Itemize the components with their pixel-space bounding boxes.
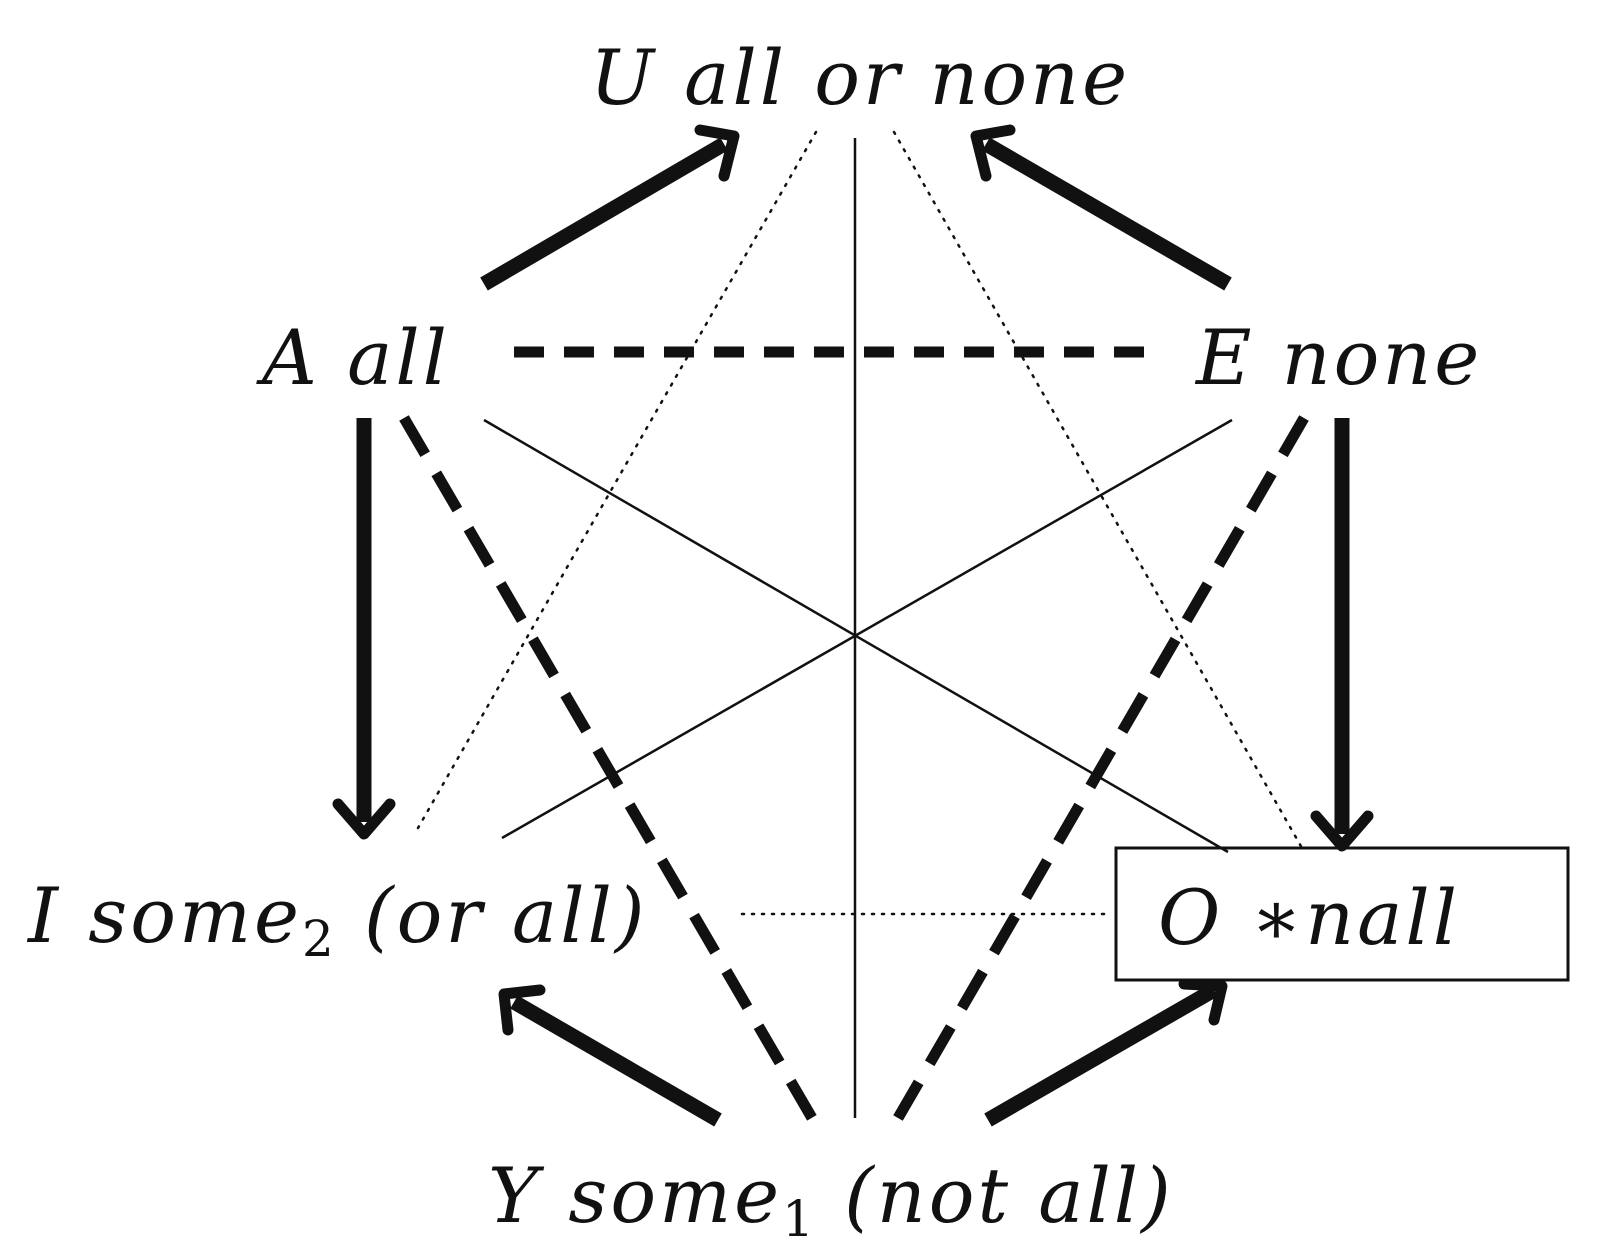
arrow-a-to-i: [332, 418, 396, 840]
arrow-e-to-o: [1310, 418, 1374, 852]
contradiction-line-e-i: [501, 418, 1233, 840]
arrow-e-to-u: [970, 124, 1232, 291]
vertex-a-label: A all: [256, 313, 450, 402]
arrow-y-to-o: [984, 978, 1228, 1127]
vertex-e-label: E none: [1194, 313, 1482, 402]
vertex-i-label: I some2 (or all): [26, 871, 647, 968]
contrary-line-e-y: [893, 415, 1309, 1121]
o-vertex-box: [1114, 846, 1570, 982]
subcontrary-line-u-i: [416, 130, 818, 830]
contrary-line-a-y: [399, 415, 817, 1121]
vertex-y-label: Y some1 (not all): [488, 1151, 1174, 1248]
subcontrary-line-u-o: [892, 130, 1304, 850]
arrow-a-to-u: [480, 124, 740, 291]
vertex-o-label: O ∗nall: [1158, 873, 1460, 962]
arrow-y-to-i: [498, 984, 722, 1127]
vertex-u-label: U all or none: [590, 33, 1130, 122]
